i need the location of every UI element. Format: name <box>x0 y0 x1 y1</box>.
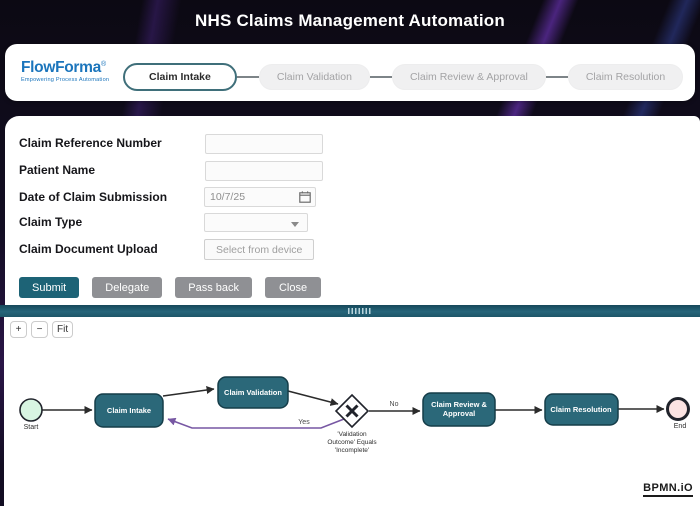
splitter-bar[interactable] <box>0 305 700 317</box>
form-actions: Submit Delegate Pass back Close <box>19 277 322 298</box>
brand-tagline: Empowering Process Automation <box>21 77 110 84</box>
claim-intake-form: Claim Reference Number Patient Name Date… <box>5 116 700 305</box>
yes-edge-label: Yes <box>298 419 310 426</box>
start-label: Start <box>24 424 39 431</box>
step-claim-validation[interactable]: Claim Validation <box>258 64 370 90</box>
patient-name-input[interactable] <box>205 161 323 181</box>
pass-back-button[interactable]: Pass back <box>175 277 253 298</box>
submit-button[interactable]: Submit <box>19 277 80 298</box>
gateway-condition-line3: 'Incomplete' <box>335 447 369 454</box>
patient-name-label: Patient Name <box>19 163 96 177</box>
registered-mark: ® <box>100 61 106 68</box>
claim-intake-task-label: Claim Intake <box>107 406 151 415</box>
fit-button[interactable]: Fit <box>52 321 74 338</box>
bpmn-task-claim-review-approval[interactable] <box>422 392 496 427</box>
claim-document-upload-label: Claim Document Upload <box>19 242 158 256</box>
chevron-down-icon <box>291 222 299 227</box>
gateway-condition-line1: 'Validation <box>337 431 367 438</box>
bpmn-task-claim-validation[interactable] <box>217 376 289 409</box>
date-of-claim-field[interactable] <box>204 187 316 207</box>
stepper-connector <box>545 76 568 78</box>
claim-resolution-task-label: Claim Resolution <box>550 405 612 414</box>
bpmn-canvas[interactable]: Start Claim Intake Claim Validation 'Val… <box>4 317 700 506</box>
bpmn-io-watermark[interactable]: BPMN.iO <box>643 482 693 497</box>
stepper-connector <box>369 76 392 78</box>
bpmn-start-event[interactable] <box>19 398 43 422</box>
date-of-claim-label: Date of Claim Submission <box>19 190 168 204</box>
end-label: End <box>674 423 687 430</box>
flow-validation-to-gateway <box>287 390 339 406</box>
step-claim-resolution[interactable]: Claim Resolution <box>567 64 684 90</box>
no-edge-label: No <box>390 401 399 408</box>
delegate-button[interactable]: Delegate <box>92 277 163 298</box>
flowforma-logo: FlowForma® Empowering Process Automation <box>21 57 131 84</box>
claim-reference-input[interactable] <box>205 134 323 154</box>
gateway-x-icon <box>345 404 359 418</box>
brand-name: FlowForma® <box>21 57 131 76</box>
bpmn-end-event[interactable] <box>666 397 690 421</box>
brand-name-text: FlowForma <box>21 59 101 77</box>
stepper-connector <box>236 76 259 78</box>
select-from-device-button[interactable]: Select from device <box>204 239 315 260</box>
zoom-out-button[interactable]: − <box>31 321 48 338</box>
close-button[interactable]: Close <box>265 277 322 298</box>
bpmn-task-claim-resolution[interactable] <box>544 393 619 426</box>
claim-validation-task-label: Claim Validation <box>224 388 282 397</box>
claim-review-task-label-line1: Claim Review & <box>431 400 487 409</box>
calendar-icon[interactable] <box>299 191 311 203</box>
stepper-card: FlowForma® Empowering Process Automation… <box>5 44 695 101</box>
claim-review-task-label-line2: Approval <box>443 409 476 418</box>
stepper: Claim Intake Claim Validation Claim Revi… <box>123 63 684 91</box>
header: NHS Claims Management Automation <box>0 0 700 44</box>
step-claim-intake[interactable]: Claim Intake <box>123 63 237 91</box>
bpmn-diagram: Start Claim Intake Claim Validation 'Val… <box>19 376 690 454</box>
step-claim-review-approval[interactable]: Claim Review & Approval <box>391 64 546 90</box>
claim-reference-label: Claim Reference Number <box>19 136 162 150</box>
date-input[interactable] <box>205 188 303 206</box>
diagram-zoom-controls: + − Fit <box>10 321 74 338</box>
zoom-in-button[interactable]: + <box>10 321 27 338</box>
bpmn-task-claim-intake[interactable] <box>94 393 164 428</box>
flow-gateway-yes-to-intake <box>167 417 345 429</box>
splitter-drag-handle[interactable] <box>348 308 372 314</box>
flow-intake-to-validation <box>162 386 215 397</box>
page-title: NHS Claims Management Automation <box>195 11 505 30</box>
claim-type-label: Claim Type <box>19 215 83 229</box>
claim-type-select[interactable] <box>204 213 308 232</box>
gateway-condition-line2: Outcome' Equals <box>327 439 377 446</box>
